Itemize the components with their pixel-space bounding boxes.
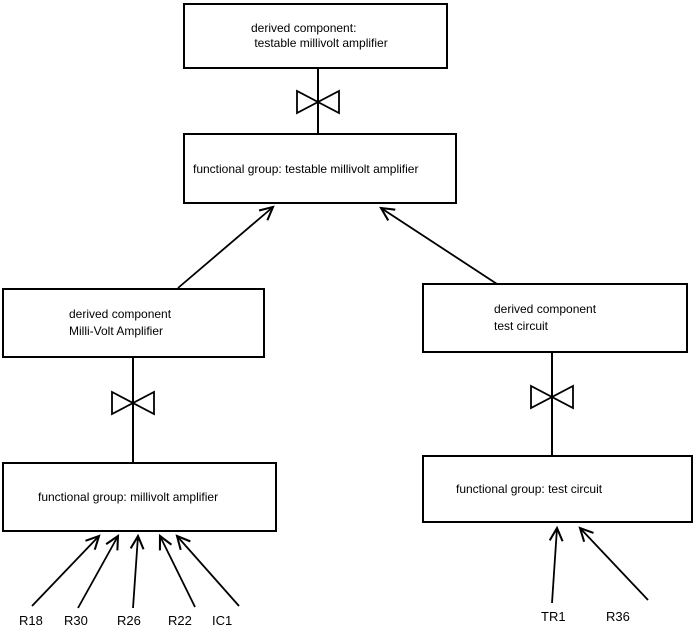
arrow-r18 <box>31 534 101 607</box>
node-functional-group-testable-millivolt-amplifier: functional group: testable millivolt amp… <box>183 133 457 204</box>
node-derived-component-testable-millivolt-amplifier: derived component: testable millivolt am… <box>183 3 448 69</box>
arrow-r36 <box>578 526 649 601</box>
leaf-label-r36: R36 <box>606 609 630 624</box>
arrow-testcircuit-to-fg-testable <box>379 206 498 285</box>
arrow-r30 <box>77 533 120 609</box>
bowtie-icon-top <box>296 89 340 115</box>
node-functional-group-millivolt-amplifier: functional group: millivolt amplifier <box>2 462 277 532</box>
arrow-r26 <box>129 533 145 609</box>
arrow-tr1 <box>548 525 564 604</box>
arrow-millivolt-to-fg-testable <box>177 205 275 289</box>
node-derived-component-millivolt-amplifier: derived component Milli-Volt Amplifier <box>2 288 265 358</box>
arrow-r22 <box>158 533 196 608</box>
arrow-ic1 <box>175 534 240 607</box>
leaf-label-r26: R26 <box>117 613 141 628</box>
leaf-label-ic1: IC1 <box>212 613 233 628</box>
leaf-label-tr1: TR1 <box>541 609 566 624</box>
leaf-label-r22: R22 <box>168 613 192 628</box>
bowtie-icon-left <box>111 390 155 416</box>
node-derived-component-test-circuit: derived component test circuit <box>422 283 688 353</box>
leaf-label-r18: R18 <box>19 613 43 628</box>
node-functional-group-test-circuit: functional group: test circuit <box>422 455 693 523</box>
bowtie-icon-right <box>530 384 574 410</box>
leaf-label-r30: R30 <box>64 613 88 628</box>
